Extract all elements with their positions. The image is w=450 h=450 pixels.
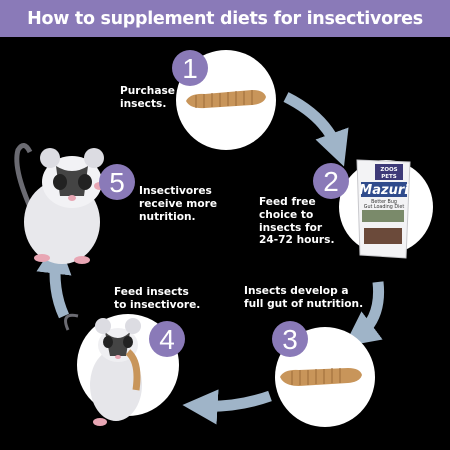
step2-text-line: 24-72 hours.: [259, 234, 335, 247]
step4-text: Feed insects to insectivore.: [114, 286, 200, 312]
step5-number: 5: [109, 167, 125, 198]
step3-text-line: Insects develop a: [244, 285, 349, 297]
step5-text-line: Insectivores: [139, 185, 212, 197]
arrow-step2-to-step3: [343, 281, 385, 347]
step5-text-line: receive more: [139, 197, 218, 210]
mealworm-icon: [186, 90, 266, 109]
arrow-step1-to-step2: [283, 92, 349, 167]
step2-number: 2: [323, 166, 339, 197]
arrow-step3-to-step4: [182, 389, 272, 425]
step4-text-line: Feed insects: [114, 286, 189, 298]
step4-text-line: to insectivore.: [114, 298, 201, 311]
step5-badge: [99, 164, 135, 200]
bag-badge-line2: PETS: [381, 174, 397, 180]
header-banner: How to supplement diets for insectivores: [0, 0, 450, 37]
step3-badge: [272, 321, 308, 357]
step2-text-line: Feed free: [259, 196, 316, 208]
step1-badge: [172, 50, 208, 86]
arrow-step4-to-step5: [36, 238, 72, 319]
sugar-glider-eating-icon: [64, 313, 142, 426]
step3-text: Insects develop a full gut of nutrition.: [244, 285, 363, 311]
step1-number: 1: [182, 53, 198, 84]
step1-text: Purchase insects.: [120, 85, 175, 111]
step2-text-line: choice to: [259, 208, 314, 221]
sugar-glider-icon: [14, 143, 106, 264]
bag-badge-line1: ZOOS: [380, 167, 397, 173]
step2-text-line: insects for: [259, 221, 323, 234]
step5-text-line: nutrition.: [139, 210, 196, 223]
bag-brand: Mazuri: [359, 183, 409, 198]
step5-text: Insectivores receive more nutrition.: [139, 185, 217, 223]
step2-text: Feed free choice to insects for 24-72 ho…: [259, 196, 335, 247]
bag-subtitle-line2: Gut Loading Diet: [364, 204, 405, 210]
step4-badge: [149, 321, 185, 357]
mazuri-gut-loading-bag-icon: ZOOS PETS Mazuri Better Bug Gut Loading …: [356, 159, 411, 259]
mealworm-icon: [280, 368, 362, 386]
page-title: How to supplement diets for insectivores: [27, 8, 423, 29]
step2-badge: [313, 163, 349, 199]
step1-text-line: Purchase: [120, 85, 175, 97]
step4-number: 4: [159, 324, 175, 355]
step3-number: 3: [282, 324, 298, 355]
step1-text-line: insects.: [120, 97, 167, 110]
bag-subtitle-line1: Better Bug: [371, 199, 397, 205]
step3-text-line: full gut of nutrition.: [244, 297, 364, 310]
